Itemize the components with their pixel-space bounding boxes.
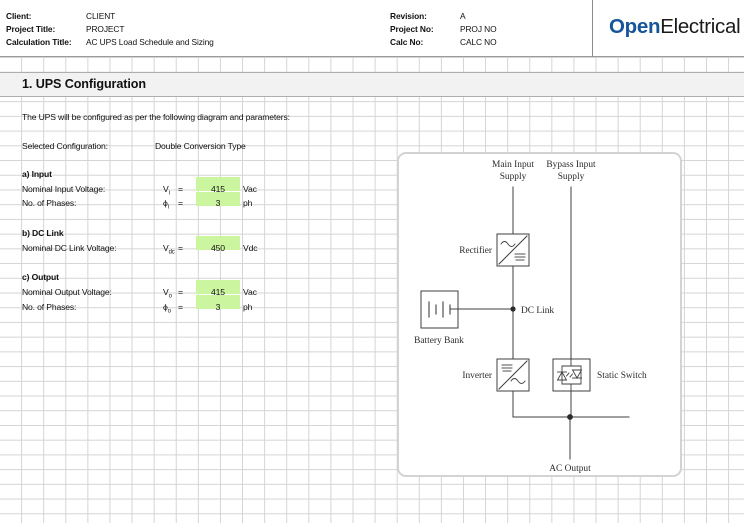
selected-configuration-label: Selected Configuration: xyxy=(22,141,108,151)
calc-no-value: CALC NO xyxy=(460,37,497,47)
param-label-input-phases: No. of Phases: xyxy=(22,198,77,208)
revision-value: A xyxy=(460,11,466,21)
group-heading-dc-link: b) DC Link xyxy=(22,228,64,238)
project-no-value: PROJ NO xyxy=(460,24,497,34)
param-symbol-output-phases: ϕo xyxy=(163,302,171,315)
logo-text-electrical: Electrical xyxy=(660,15,741,38)
ups-single-line-diagram-svg: Main Input Supply Bypass Input Supply Re… xyxy=(414,160,647,474)
param-equals-nominal-input-voltage: = xyxy=(178,184,183,194)
revision-label: Revision: xyxy=(390,11,427,21)
thyristor-up-gate xyxy=(565,372,570,377)
document-header: Client: CLIENT Project Title: PROJECT Ca… xyxy=(0,0,744,57)
rectifier-ac-sine-icon xyxy=(500,241,516,247)
param-unit-nominal-output-voltage: Vac xyxy=(243,287,257,297)
param-symbol-nominal-input-voltage: Vi xyxy=(163,184,170,197)
thyristor-down-gate xyxy=(569,373,574,378)
ac-output-junction-dot xyxy=(567,414,573,420)
group-heading-input: a) Input xyxy=(22,169,52,179)
param-label-nominal-output-voltage: Nominal Output Voltage: xyxy=(22,287,112,297)
project-title-value: PROJECT xyxy=(86,24,125,34)
diagram-label-main-input: Main Input xyxy=(492,160,534,170)
openelectrical-logo: OpenElectrical xyxy=(609,15,741,39)
calculation-title-label: Calculation Title: xyxy=(6,37,72,47)
param-equals-nominal-output-voltage: = xyxy=(178,287,183,297)
calculation-title-value: AC UPS Load Schedule and Sizing xyxy=(86,37,214,47)
dc-link-junction-dot xyxy=(510,306,516,312)
param-value-input-phases[interactable]: 3 xyxy=(215,198,221,208)
param-subscript-nominal-input-voltage: i xyxy=(168,190,170,197)
diagram-label-rectifier: Rectifier xyxy=(459,245,493,256)
param-equals-nominal-dc-link-voltage: = xyxy=(178,243,183,253)
param-label-nominal-input-voltage: Nominal Input Voltage: xyxy=(22,184,106,194)
diagram-label-bypass-input: Bypass Input xyxy=(546,160,596,170)
calc-no-label: Calc No: xyxy=(390,37,424,47)
client-label: Client: xyxy=(6,11,32,21)
param-unit-nominal-dc-link-voltage: Vdc xyxy=(243,243,258,253)
param-unit-output-phases: ph xyxy=(243,302,253,312)
param-value-nominal-input-voltage[interactable]: 415 xyxy=(211,184,225,194)
project-no-label: Project No: xyxy=(390,24,434,34)
thyristor-down-triangle xyxy=(571,369,583,379)
diagram-label-bypass-input-2: Supply xyxy=(558,172,585,182)
param-value-nominal-dc-link-voltage[interactable]: 450 xyxy=(211,243,225,253)
param-symbol-nominal-dc-link-voltage: Vdc xyxy=(163,243,175,256)
param-symbol-input-phases: ϕi xyxy=(163,198,169,211)
logo-divider xyxy=(592,0,593,57)
project-title-label: Project Title: xyxy=(6,24,56,34)
param-subscript-nominal-dc-link-voltage: dc xyxy=(168,249,175,256)
param-label-nominal-dc-link-voltage: Nominal DC Link Voltage: xyxy=(22,243,117,253)
section-title: 1. UPS Configuration xyxy=(22,77,146,91)
param-label-output-phases: No. of Phases: xyxy=(22,302,77,312)
selected-configuration-value: Double Conversion Type xyxy=(155,141,246,151)
diagram-label-battery-bank: Battery Bank xyxy=(414,336,464,346)
param-symbol-nominal-output-voltage: Vo xyxy=(163,287,172,300)
param-equals-output-phases: = xyxy=(178,302,183,312)
diagram-label-dc-link: DC Link xyxy=(521,306,554,316)
group-heading-output: c) Output xyxy=(22,272,59,282)
param-subscript-output-phases: o xyxy=(167,308,171,315)
ups-configuration-diagram: Main Input Supply Bypass Input Supply Re… xyxy=(397,152,682,477)
diagram-label-inverter: Inverter xyxy=(462,371,493,381)
logo-text-open: Open xyxy=(609,15,661,38)
diagram-label-static-switch: Static Switch xyxy=(597,371,647,381)
param-unit-input-phases: ph xyxy=(243,198,253,208)
diagram-label-main-input-2: Supply xyxy=(500,172,527,182)
inverter-ac-sine-icon xyxy=(510,378,526,384)
param-subscript-nominal-output-voltage: o xyxy=(168,293,172,300)
param-value-output-phases[interactable]: 3 xyxy=(215,302,221,312)
param-subscript-input-phases: i xyxy=(167,204,169,211)
diagram-label-ac-output: AC Output xyxy=(549,464,591,474)
param-unit-nominal-input-voltage: Vac xyxy=(243,184,257,194)
param-equals-input-phases: = xyxy=(178,198,183,208)
client-value: CLIENT xyxy=(86,11,116,21)
section-intro-text: The UPS will be configured as per the fo… xyxy=(22,112,290,122)
param-value-nominal-output-voltage[interactable]: 415 xyxy=(211,287,225,297)
